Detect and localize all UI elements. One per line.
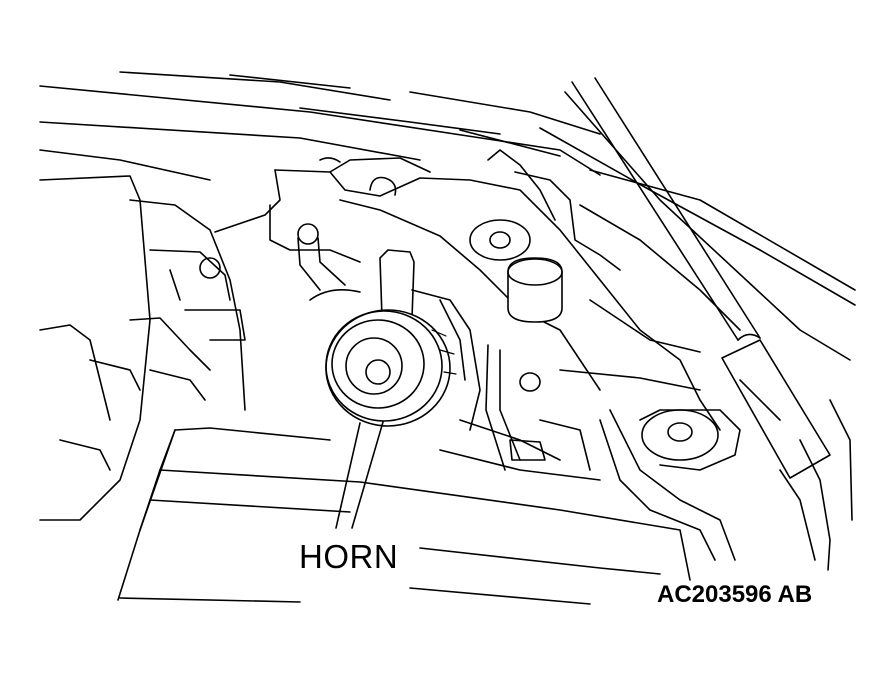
radiator-support-bracket [214,149,741,431]
hood-support-rod [571,77,831,479]
horn-component [309,249,481,431]
horn-label: HORN [299,538,399,575]
right-fender-lines [739,379,853,571]
hood-panel-lines [39,71,856,361]
left-side-components [39,175,246,521]
mounting-bolts [199,219,741,471]
horn-leader-line [335,421,384,529]
reservoir-cap [507,257,563,323]
bumper-beam [117,344,736,605]
figure-code: AC203596 AB [657,581,813,608]
